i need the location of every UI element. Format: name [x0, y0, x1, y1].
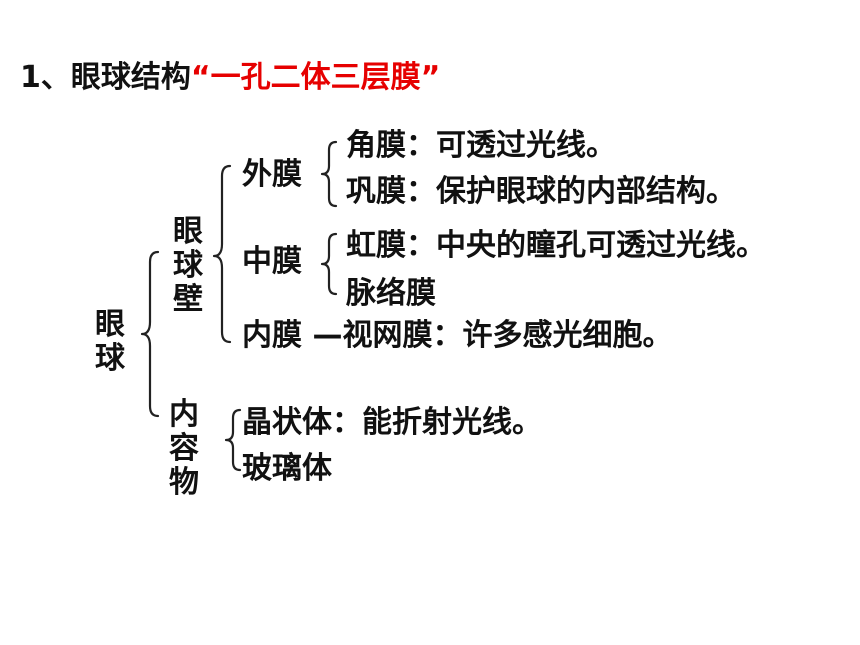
- choroid-item: 脉络膜: [346, 276, 436, 311]
- contents-label: 内容物: [169, 397, 199, 500]
- outer-membrane-label: 外膜: [242, 157, 302, 192]
- middle-membrane-label: 中膜: [242, 244, 302, 279]
- brace-outer: [320, 140, 338, 208]
- lens-item: 晶状体：能折射光线。: [242, 405, 542, 440]
- brace-contents: [224, 408, 242, 472]
- brace-root: [140, 250, 160, 418]
- inner-membrane-label: 内膜: [242, 318, 302, 353]
- title-highlight: “一孔二体三层膜”: [190, 60, 441, 95]
- title-prefix: 1、眼球结构: [20, 60, 191, 95]
- vitreous-item: 玻璃体: [242, 451, 332, 486]
- brace-wall: [212, 164, 232, 344]
- iris-item: 虹膜：中央的瞳孔可透过光线。: [346, 228, 766, 263]
- cornea-item: 角膜：可透过光线。: [346, 128, 616, 163]
- brace-middle: [320, 232, 338, 296]
- page-title: 1、眼球结构“一孔二体三层膜”: [20, 60, 440, 96]
- wall-label: 眼球壁: [173, 214, 203, 317]
- inner-membrane-row: 内膜 —视网膜：许多感光细胞。: [242, 318, 672, 354]
- retina-item: —视网膜：许多感光细胞。: [312, 318, 673, 353]
- sclera-item: 巩膜：保护眼球的内部结构。: [346, 174, 736, 209]
- root-label: 眼球: [95, 307, 125, 376]
